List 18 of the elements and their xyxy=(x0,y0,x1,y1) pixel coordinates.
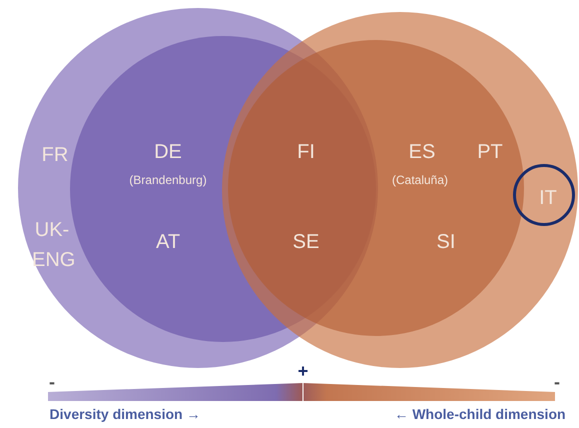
country-code: SE xyxy=(292,230,320,255)
plus-sign: + xyxy=(298,360,308,383)
country-code: FI xyxy=(297,140,315,165)
country-code: FR xyxy=(42,143,68,168)
highlight-ring xyxy=(513,164,575,226)
minus-sign: - xyxy=(49,371,55,394)
country-code: IT xyxy=(539,186,557,211)
country-code: SI xyxy=(436,230,456,255)
minus-sign: - xyxy=(554,371,560,394)
axis-label: Diversity dimension → xyxy=(50,405,200,424)
country-code: UK-ENG xyxy=(32,218,72,273)
country-code: DE xyxy=(154,140,182,165)
country-code: AT xyxy=(156,230,180,255)
country-code: PT xyxy=(477,140,503,165)
country-code: ES xyxy=(408,140,436,165)
country-code: (Brandenburg) xyxy=(129,172,207,188)
axis-label: ← Whole-child dimension xyxy=(394,405,566,424)
country-code: (Cataluña) xyxy=(392,172,448,188)
